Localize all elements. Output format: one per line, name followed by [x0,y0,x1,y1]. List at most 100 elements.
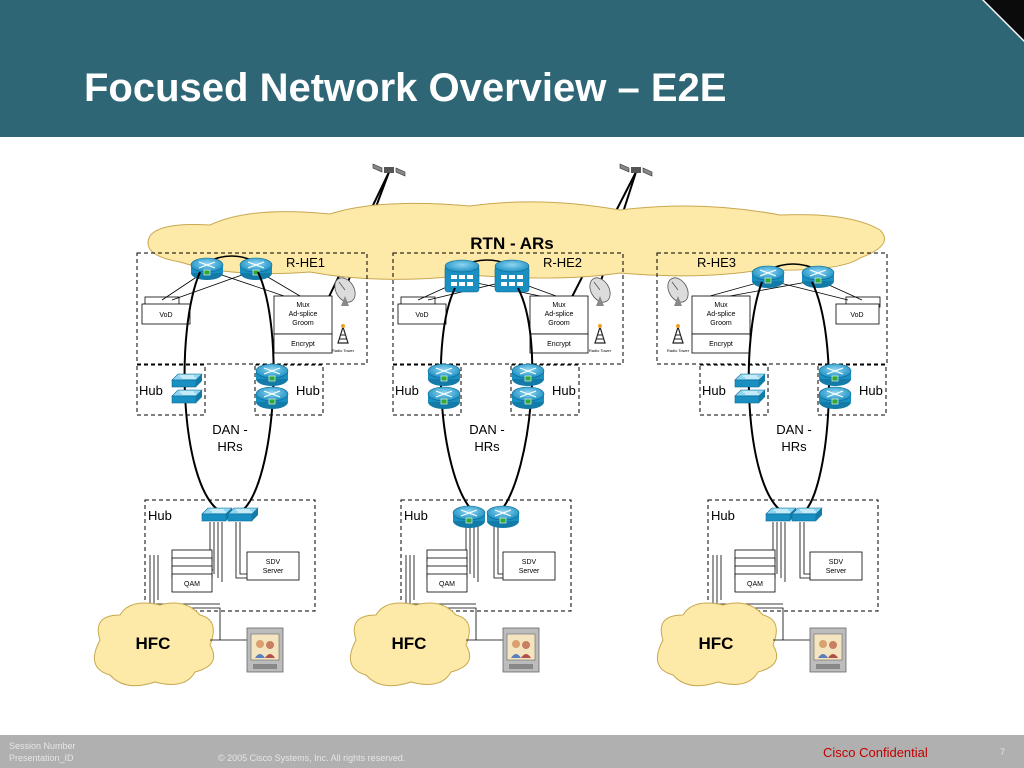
vod-label: VoD [159,312,172,319]
bottom-hub-2: Hub QAM SDV Server [400,499,572,640]
rtn-cloud [147,201,885,280]
encrypt-label: Encrypt [291,341,315,348]
router-icon [255,386,289,410]
dan-label-line1: DAN - [212,422,247,437]
adsplice-label: Ad-splice [545,311,574,318]
hub-group-he2: Hub Hub DAN - HRs [392,363,580,454]
headend-label: R-HE2 [543,255,582,270]
adsplice-label: Ad-splice [289,311,318,318]
bottom-hub-3: Hub QAM SDV Server [707,499,879,640]
vod-box [835,303,880,325]
router-icon [427,363,461,387]
confidential-label: Cisco Confidential [823,745,928,760]
router-icon [427,386,461,410]
hub-label: Hub [702,383,726,398]
vod-label: VoD [415,312,428,319]
hfc-label: HFC [392,634,427,653]
server-label: Server [826,568,847,575]
cloud-label: RTN - ARs [470,234,553,253]
router-icon [818,386,852,410]
sdv-label: SDV [522,559,537,566]
router-icon [511,363,545,387]
qam-label: QAM [747,581,763,588]
mux-box [529,295,589,335]
subscriber-tv-icon [502,627,540,673]
sdv-server-box [502,551,556,581]
hub-label: Hub [148,508,172,523]
router-icon [239,257,273,281]
dan-label-line1: DAN - [469,422,504,437]
sdv-label: SDV [266,559,281,566]
radio-tower-icon [337,323,349,344]
server-label: Server [519,568,540,575]
dan-label-line2: HRs [217,439,243,454]
router-icon [751,265,785,289]
copyright: © 2005 Cisco Systems, Inc. All rights re… [218,753,406,763]
hfc-label: HFC [699,634,734,653]
encrypt-label: Encrypt [709,341,733,348]
session-number: Session Number [9,741,76,751]
mux-label: Mux [714,302,728,309]
radio-tower-icon [672,323,684,344]
router-icon [190,257,224,281]
corner-triangle-icon [984,0,1024,40]
router-icon [511,386,545,410]
router-icon [801,265,835,289]
qam-box [426,573,468,593]
mux-label: Mux [552,302,566,309]
headend-label: R-HE3 [697,255,736,270]
presentation-id: Presentation_ID [9,753,74,763]
switch-icon [734,373,766,388]
hfc-cloud-3: HFC [656,602,847,687]
core-router-icon [494,259,530,293]
headend-label: R-HE1 [286,255,325,270]
router-icon [452,505,486,529]
hub-label: Hub [404,508,428,523]
headend-r-he1: R-HE1 VoD Mux Ad-splice Groom Encrypt Ra… [136,252,368,365]
switch-icon [171,389,203,404]
hub-group-he1: Hub Hub DAN - HRs [136,363,324,454]
sdv-server-box [246,551,300,581]
router-icon [818,363,852,387]
switch-icon [734,389,766,404]
slide-title: Focused Network Overview – E2E [84,66,727,110]
subscriber-tv-icon [246,627,284,673]
switch-icon [791,507,823,522]
radio-tower-label: Radio Tower [589,348,612,353]
hub-label: Hub [711,508,735,523]
slide-header: Focused Network Overview – E2E [0,0,1024,137]
sdv-server-box [809,551,863,581]
qam-label: QAM [184,581,200,588]
switch-icon [765,507,797,522]
radio-tower-label: Radio Tower [332,348,355,353]
vod-label: VoD [850,312,863,319]
sdv-label: SDV [829,559,844,566]
hub-label: Hub [859,383,883,398]
groom-label: Groom [710,320,732,327]
hub-label: Hub [395,383,419,398]
slide-footer: Session Number Presentation_ID © 2005 Ci… [0,735,1024,768]
router-icon [255,363,289,387]
hfc-cloud-1: HFC [93,602,284,687]
page-number: 7 [1000,747,1006,757]
radio-tower-icon [594,323,606,344]
core-router-icon [444,259,480,293]
dan-label-line1: DAN - [776,422,811,437]
subscriber-tv-icon [809,627,847,673]
encrypt-label: Encrypt [547,341,571,348]
vod-box [141,303,191,325]
adsplice-label: Ad-splice [707,311,736,318]
satellite-dish-icon [663,273,693,307]
qam-box [171,573,213,593]
encrypt-box [529,333,589,354]
network-diagram: RTN - ARs R-HE1 VoD Mux Ad-splice Groom … [93,163,888,687]
switch-icon [227,507,259,522]
groom-label: Groom [548,320,570,327]
qam-box [734,573,776,593]
hfc-cloud-2: HFC [349,602,540,687]
switch-icon [201,507,233,522]
mux-label: Mux [296,302,310,309]
server-label: Server [263,568,284,575]
hub-label: Hub [552,383,576,398]
dan-label-line2: HRs [781,439,807,454]
